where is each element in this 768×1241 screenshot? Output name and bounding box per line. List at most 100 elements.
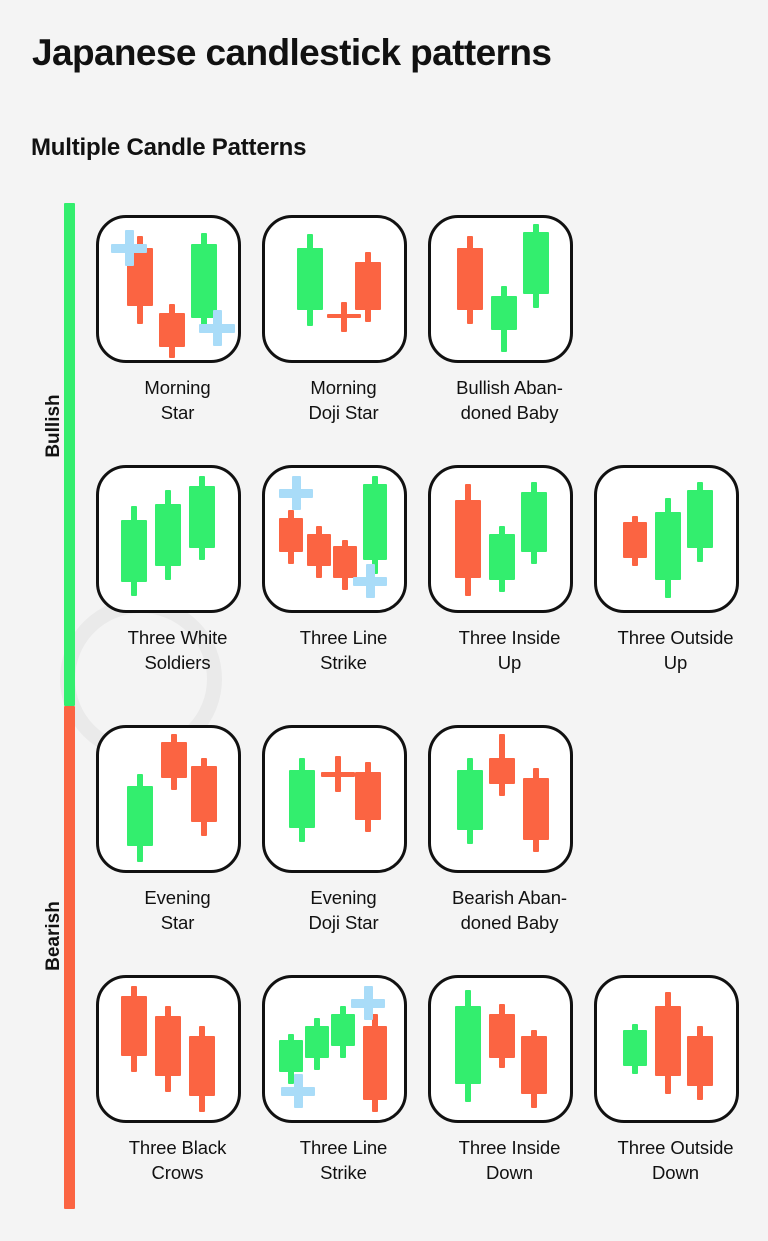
candle-body-icon <box>155 1016 181 1076</box>
candle-body-icon <box>655 1006 681 1076</box>
pattern-caption: Bullish Aban-doned Baby <box>428 375 591 425</box>
candle-body-icon <box>521 492 547 552</box>
pattern-card-three-black-crows[interactable] <box>96 975 241 1123</box>
candle-body-icon <box>159 313 185 347</box>
candle-body-icon <box>279 1040 303 1072</box>
bearish-accent-bar <box>64 706 75 1209</box>
candle-body-icon <box>189 1036 215 1096</box>
pattern-caption-line2: doned Baby <box>460 912 559 933</box>
candle-body-icon <box>161 742 187 778</box>
pattern-caption-line2: Strike <box>320 1162 367 1183</box>
section-label-bearish: Bearish <box>43 901 64 971</box>
pattern-caption-line1: Bullish Aban- <box>456 377 563 398</box>
candle-body-icon <box>363 1026 387 1100</box>
pattern-card-morning-star[interactable] <box>96 215 241 363</box>
pattern-caption-line2: doned Baby <box>460 402 559 423</box>
candle-body-icon <box>321 772 355 777</box>
candle-body-icon <box>191 244 217 318</box>
pattern-card-bearish-abandoned-baby[interactable] <box>428 725 573 873</box>
doji-cross-icon <box>281 1074 315 1108</box>
doji-cross-icon <box>279 476 313 510</box>
candle-body-icon <box>455 500 481 578</box>
pattern-card-three-inside-down[interactable] <box>428 975 573 1123</box>
pattern-card-three-outside-down[interactable] <box>594 975 739 1123</box>
pattern-caption-line2: Doji Star <box>308 402 379 423</box>
pattern-caption-line1: Evening <box>144 887 211 908</box>
pattern-caption-line2: Crows <box>151 1162 204 1183</box>
pattern-caption-line1: Morning <box>144 377 211 398</box>
candle-body-icon <box>363 484 387 560</box>
candle-body-icon <box>355 772 381 820</box>
section-label-bullish: Bullish <box>43 394 64 458</box>
pattern-card-three-white-soldiers[interactable] <box>96 465 241 613</box>
pattern-caption-line1: Bearish Aban- <box>452 887 567 908</box>
candle-body-icon <box>623 1030 647 1066</box>
pattern-caption-line2: Star <box>160 912 195 933</box>
candle-body-icon <box>331 1014 355 1046</box>
candle-body-icon <box>191 766 217 822</box>
pattern-caption-line1: Three White <box>127 627 228 648</box>
candle-body-icon <box>687 490 713 548</box>
pattern-caption-line2: Strike <box>320 652 367 673</box>
pattern-caption-line2: Star <box>160 402 195 423</box>
pattern-caption-line2: Up <box>497 652 522 673</box>
page-title: Japanese candlestick patterns <box>32 32 552 73</box>
bullish-accent-bar <box>64 203 75 706</box>
candle-body-icon <box>297 248 323 310</box>
pattern-card-evening-doji-star[interactable] <box>262 725 407 873</box>
pattern-caption-line1: Three Line <box>299 627 388 648</box>
candle-body-icon <box>623 522 647 558</box>
pattern-card-three-line-strike-bullish[interactable] <box>262 465 407 613</box>
pattern-caption-line2: Doji Star <box>308 912 379 933</box>
doji-cross-icon <box>351 986 385 1020</box>
candle-body-icon <box>655 512 681 580</box>
doji-cross-icon <box>111 230 147 266</box>
doji-cross-icon <box>199 310 235 346</box>
pattern-card-morning-doji-star[interactable] <box>262 215 407 363</box>
candle-body-icon <box>289 770 315 828</box>
pattern-caption-line2: Up <box>663 652 688 673</box>
candle-body-icon <box>355 262 381 310</box>
pattern-caption-line1: Evening <box>310 887 377 908</box>
page-subtitle: Multiple Candle Patterns <box>31 134 307 161</box>
candle-body-icon <box>189 486 215 548</box>
candle-body-icon <box>155 504 181 566</box>
pattern-card-bullish-abandoned-baby[interactable] <box>428 215 573 363</box>
candle-body-icon <box>121 520 147 582</box>
pattern-caption-line1: Morning <box>310 377 377 398</box>
pattern-card-three-inside-up[interactable] <box>428 465 573 613</box>
pattern-caption-line2: Soldiers <box>144 652 211 673</box>
pattern-card-evening-star[interactable] <box>96 725 241 873</box>
pattern-caption-line1: Three Line <box>299 1137 388 1158</box>
pattern-caption-line1: Three Inside <box>458 627 561 648</box>
pattern-card-three-outside-up[interactable] <box>594 465 739 613</box>
candle-body-icon <box>457 770 483 830</box>
candle-body-icon <box>491 296 517 330</box>
pattern-card-three-line-strike-bearish[interactable] <box>262 975 407 1123</box>
candle-body-icon <box>687 1036 713 1086</box>
doji-cross-icon <box>353 564 387 598</box>
